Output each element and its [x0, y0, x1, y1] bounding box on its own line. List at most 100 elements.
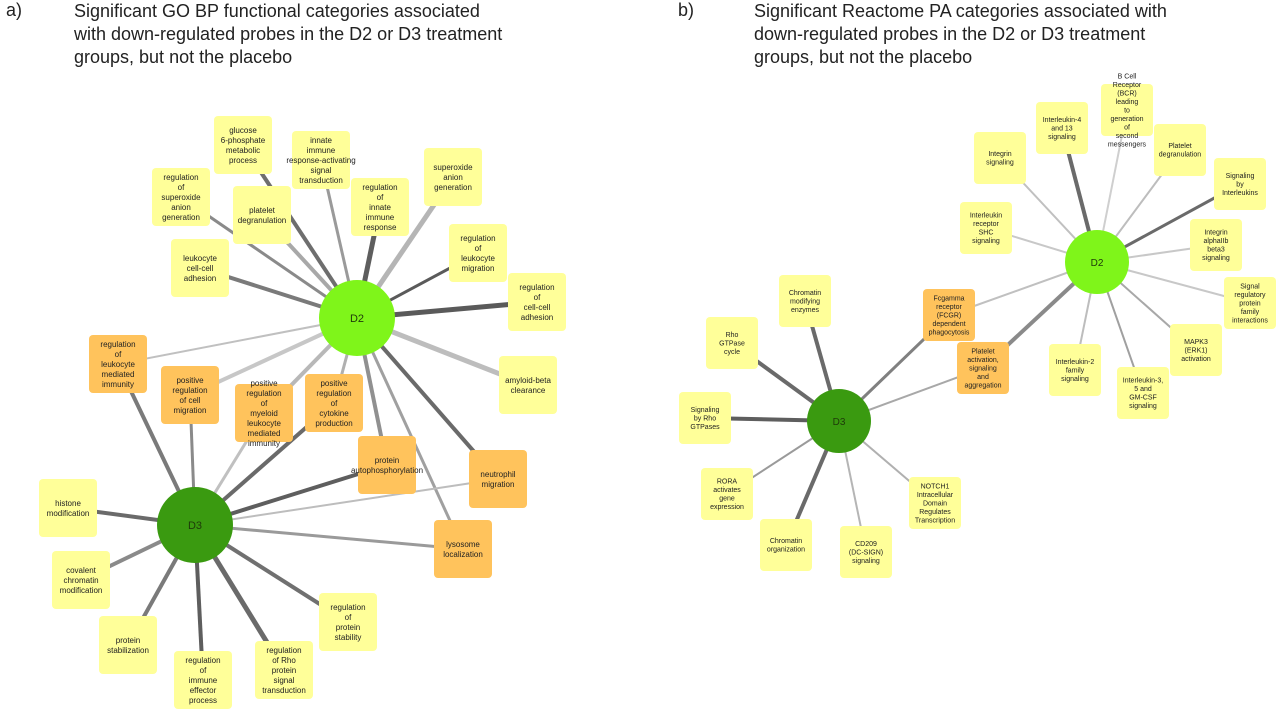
category-node-label: GM-CSF — [1129, 395, 1157, 402]
category-node-label: Receptor — [1113, 82, 1142, 89]
category-node-label: autophosphorylation — [351, 466, 423, 475]
category-node-label: regulation — [100, 340, 135, 349]
category-node-label: effector — [190, 686, 217, 695]
category-node-label: positive — [250, 379, 278, 388]
panel-a-title-line-1: Significant GO BP functional categories … — [74, 1, 480, 21]
panel-b-title-line-3: groups, but not the placebo — [754, 47, 973, 67]
category-node-label: by — [1236, 181, 1244, 188]
category-node-box — [701, 468, 753, 520]
panel_a-nodes: glucose6-phosphatemetabolicprocessinnate… — [39, 116, 566, 709]
category-node-box — [508, 273, 566, 331]
category-node-label: platelet — [249, 206, 276, 215]
category-node-label: RORA — [717, 479, 738, 486]
edge-d3-a17 — [194, 523, 464, 551]
category-node-label: protein — [375, 456, 399, 465]
category-node-label: Platelet — [971, 348, 994, 355]
category-node-label: activates — [713, 487, 741, 494]
hub-node-d3[interactable]: D3 — [157, 487, 233, 563]
hub-label: D3 — [188, 520, 202, 532]
category-node-label: of — [534, 293, 541, 302]
category-node-b8[interactable]: Signalregulatoryproteinfamilyinteraction… — [1224, 277, 1276, 329]
category-node-label: regulation — [266, 646, 301, 655]
category-node-box — [1214, 158, 1266, 210]
category-node-label: lysosome — [446, 540, 480, 549]
category-node-label: leukocyte — [101, 360, 135, 369]
category-node-label: regulation — [185, 656, 220, 665]
category-node-b19[interactable]: CD209(DC-SIGN) signaling — [840, 526, 892, 578]
category-node-label: signaling — [852, 558, 880, 565]
category-node-a13[interactable]: positiveregulationofmyeloidleukocytemedi… — [235, 379, 293, 448]
category-node-label: 5 and — [1134, 386, 1152, 393]
category-node-label: CD209 — [855, 541, 877, 548]
category-node-box — [52, 551, 110, 609]
category-node-label: family — [1241, 309, 1260, 316]
category-node-b20[interactable]: NOTCH1IntracellularDomainRegulatesTransc… — [909, 477, 961, 529]
category-node-label: degranulation — [1159, 152, 1202, 159]
category-node-b13[interactable]: Plateletactivation,signalingandaggregati… — [957, 342, 1009, 394]
category-node-b12[interactable]: Fcgammareceptor(FCGR)dependentphagocytos… — [923, 289, 975, 341]
hub-node-d2[interactable]: D2 — [319, 280, 395, 356]
category-node-label: Integrin — [1204, 230, 1227, 237]
panel-b-title-line-2: down-regulated probes in the D2 or D3 tr… — [754, 24, 1146, 44]
category-node-label: migration — [482, 480, 515, 489]
category-node-b1[interactable]: B CellReceptor(BCR)leadingtogenerationof… — [1101, 73, 1153, 148]
category-node-label: (DC-SIGN) — [849, 549, 883, 556]
category-node-label: amyloid-beta — [505, 376, 551, 385]
category-node-box — [424, 148, 482, 206]
category-node-label: Interleukin-2 — [1056, 359, 1095, 366]
hub-node-d3[interactable]: D3 — [807, 389, 871, 453]
category-node-label: signal — [311, 166, 332, 175]
hub-node-d2[interactable]: D2 — [1065, 230, 1129, 294]
category-node-box — [152, 168, 210, 226]
category-node-label: migration — [462, 264, 495, 273]
category-node-label: cell-cell — [524, 303, 551, 312]
category-node-label: expression — [710, 504, 744, 511]
category-node-a2[interactable]: innateimmuneresponse-activatingsignaltra… — [286, 131, 356, 189]
category-node-label: innate — [369, 203, 391, 212]
category-node-label: myeloid — [250, 409, 278, 418]
category-node-label: of — [331, 399, 338, 408]
category-node-label: signaling — [1048, 134, 1076, 141]
category-node-b9[interactable]: MAPK3(ERK1)activation — [1170, 324, 1222, 376]
category-node-label: activation, — [967, 357, 999, 364]
category-node-label: leukocyte — [247, 419, 281, 428]
category-node-label: of — [178, 183, 185, 192]
category-node-box — [292, 131, 350, 189]
hub-circle — [319, 280, 395, 356]
